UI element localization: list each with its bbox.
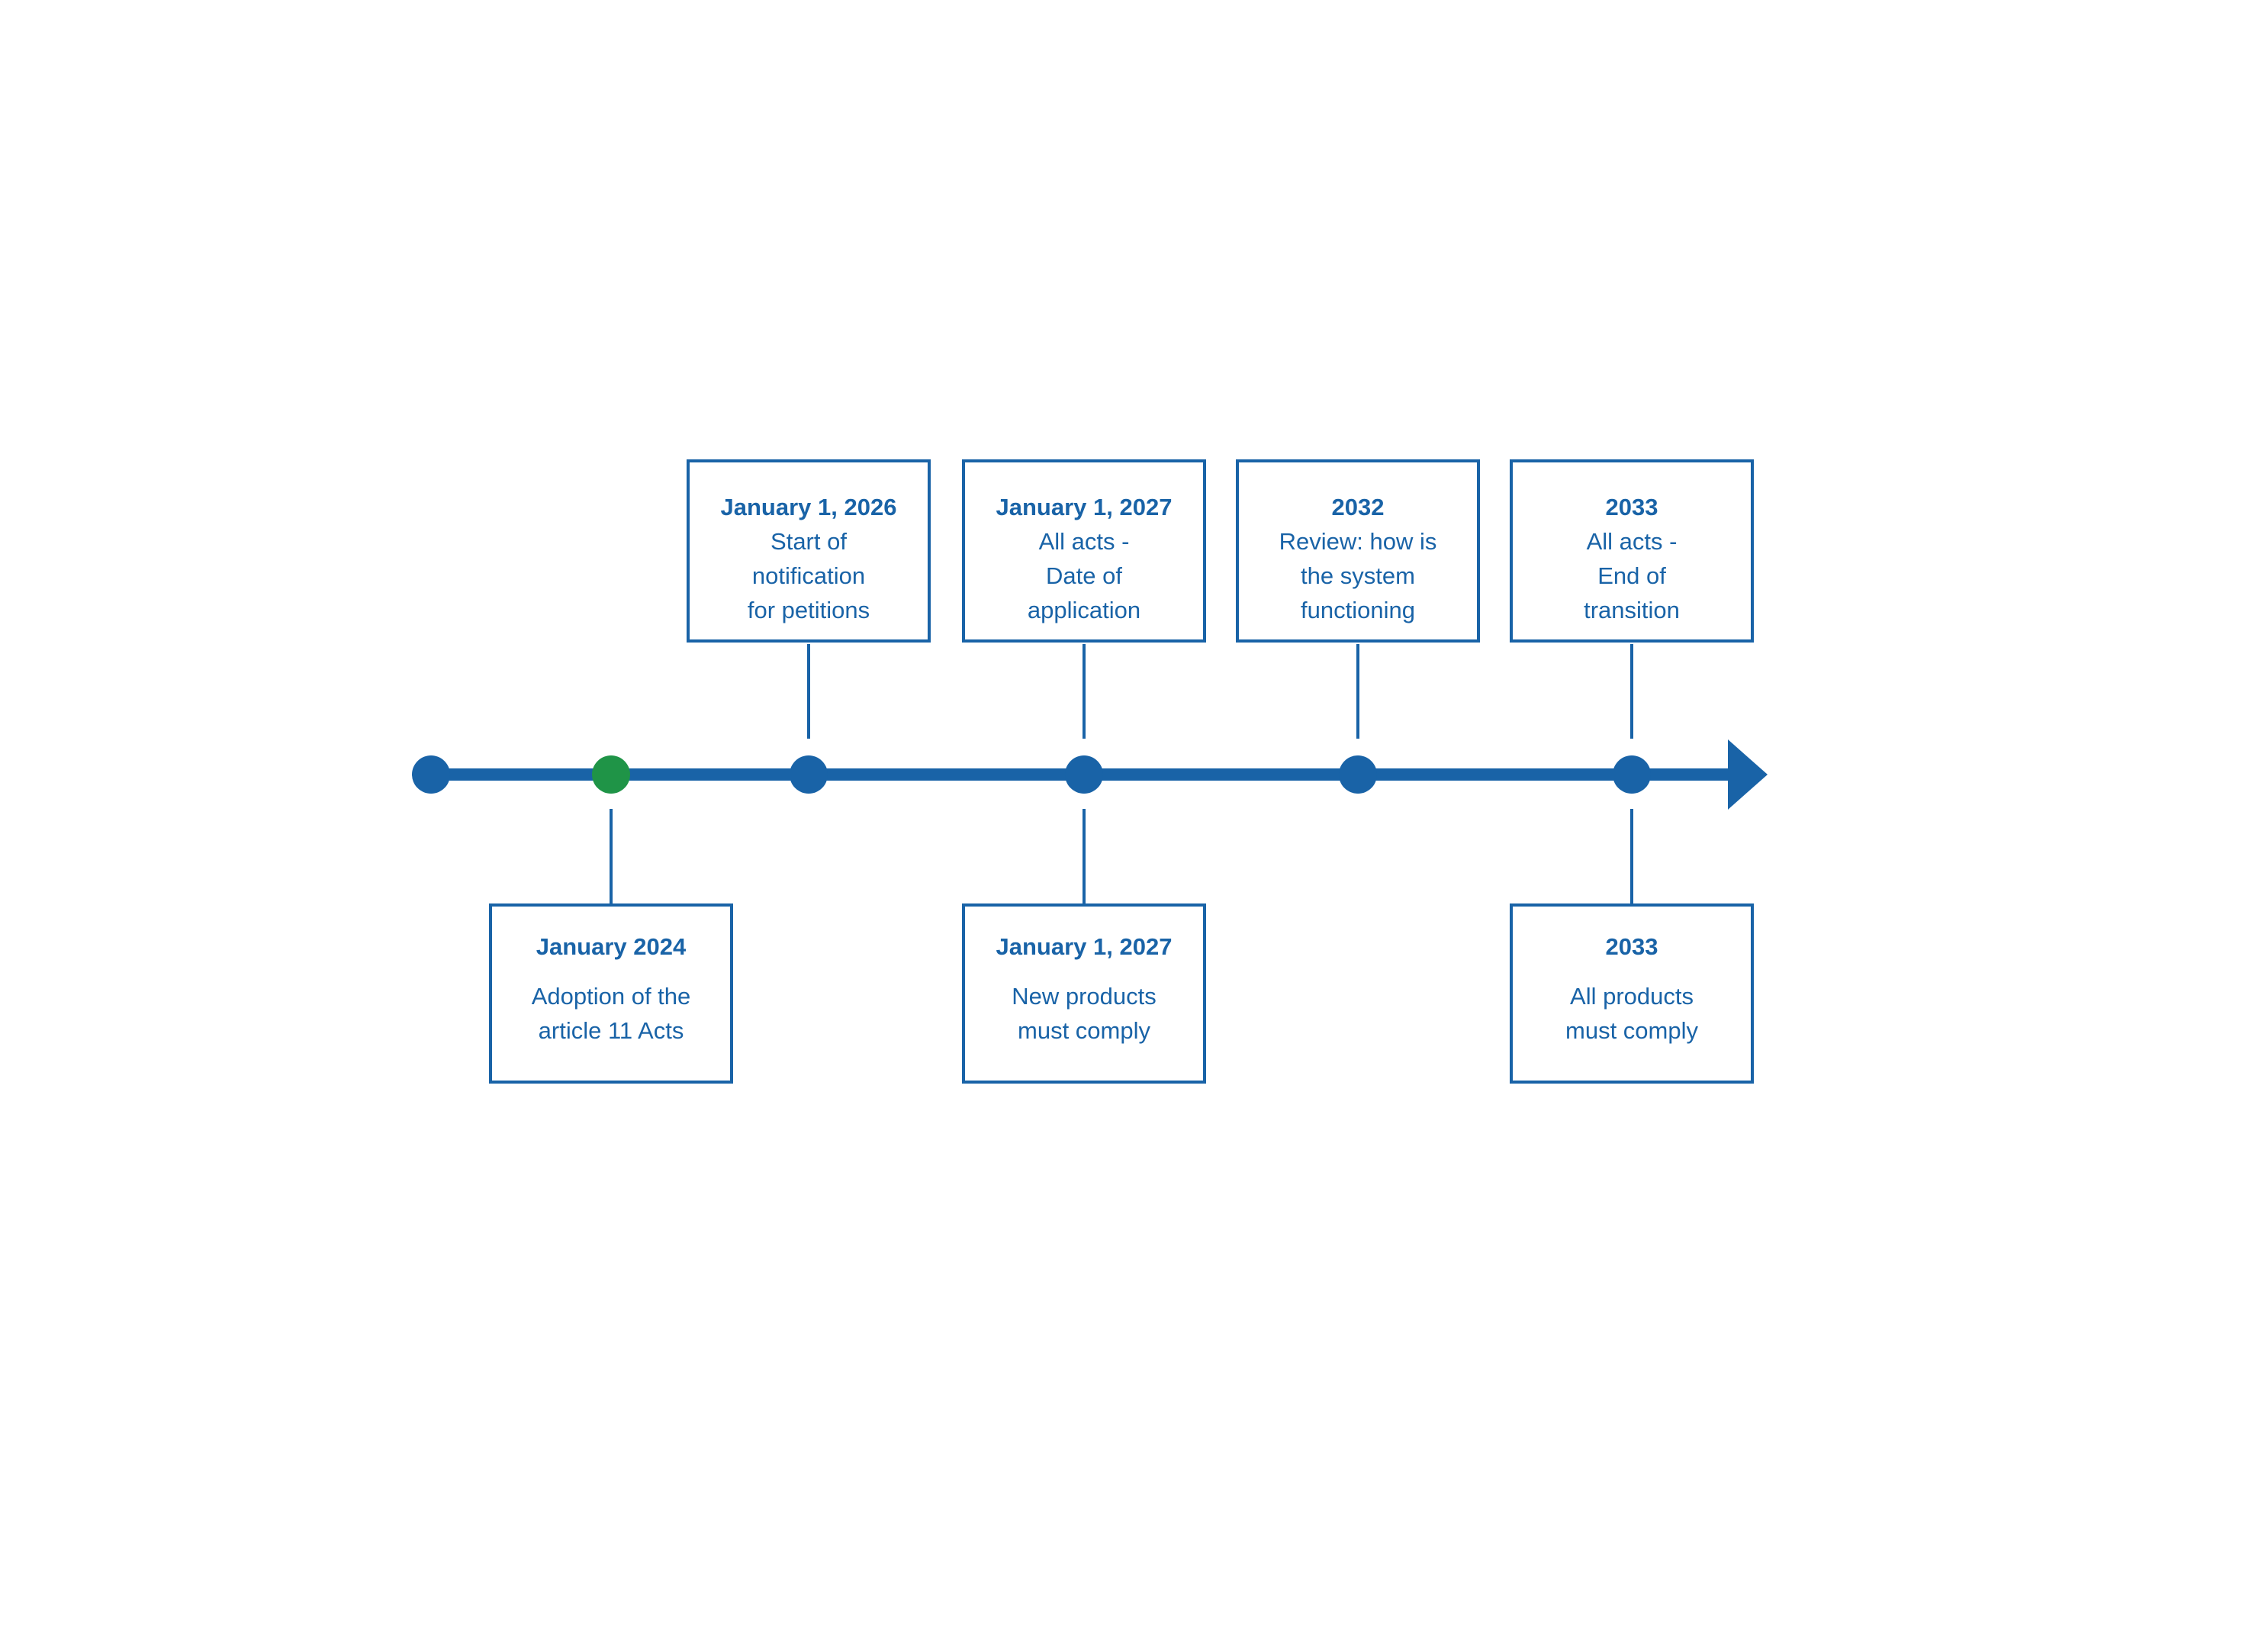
event-box-2033-products: 2033 All products must comply: [1510, 903, 1754, 1084]
milestone-dot-jan-2026: [790, 755, 828, 794]
connector-2033-down: [1630, 809, 1633, 904]
milestone-dot-2032: [1339, 755, 1377, 794]
event-date: 2033: [1605, 933, 1658, 960]
connector-2033-up: [1630, 644, 1633, 739]
event-date: January 1, 2026: [720, 494, 897, 520]
arrow-right-icon: [1728, 739, 1768, 810]
event-box-jan-2027-products: January 1, 2027 New products must comply: [962, 903, 1206, 1084]
event-description: All acts - Date of application: [1027, 528, 1141, 623]
event-description: All products must comply: [1565, 983, 1698, 1044]
event-box-jan-2026: January 1, 2026 Start of notification fo…: [687, 459, 931, 643]
event-box-jan-2024-adoption: January 2024 Adoption of the article 11 …: [489, 903, 733, 1084]
event-date: January 1, 2027: [996, 494, 1173, 520]
connector-jan-2024-down: [610, 809, 613, 904]
milestone-dot-jan-2024: [592, 755, 630, 794]
event-date: 2033: [1605, 494, 1658, 520]
event-box-2032-review: 2032 Review: how is the system functioni…: [1236, 459, 1480, 643]
milestone-dot-2033: [1613, 755, 1651, 794]
event-description: All acts - End of transition: [1584, 528, 1680, 623]
event-date: January 1, 2027: [996, 933, 1173, 960]
event-box-2033-transition: 2033 All acts - End of transition: [1510, 459, 1754, 643]
event-description: Start of notification for petitions: [747, 528, 870, 623]
event-description: Adoption of the article 11 Acts: [531, 983, 691, 1044]
milestone-dot-jan-2027: [1065, 755, 1103, 794]
event-box-jan-2027-acts: January 1, 2027 All acts - Date of appli…: [962, 459, 1206, 643]
event-description: New products must comply: [1012, 983, 1157, 1044]
connector-2032-up: [1356, 644, 1359, 739]
event-date: January 2024: [536, 933, 687, 960]
connector-jan-2026-up: [807, 644, 810, 739]
event-date: 2032: [1331, 494, 1385, 520]
connector-jan-2027-up: [1083, 644, 1086, 739]
connector-jan-2027-down: [1083, 809, 1086, 904]
milestone-dot-start: [412, 755, 450, 794]
event-description: Review: how is the system functioning: [1279, 528, 1437, 623]
